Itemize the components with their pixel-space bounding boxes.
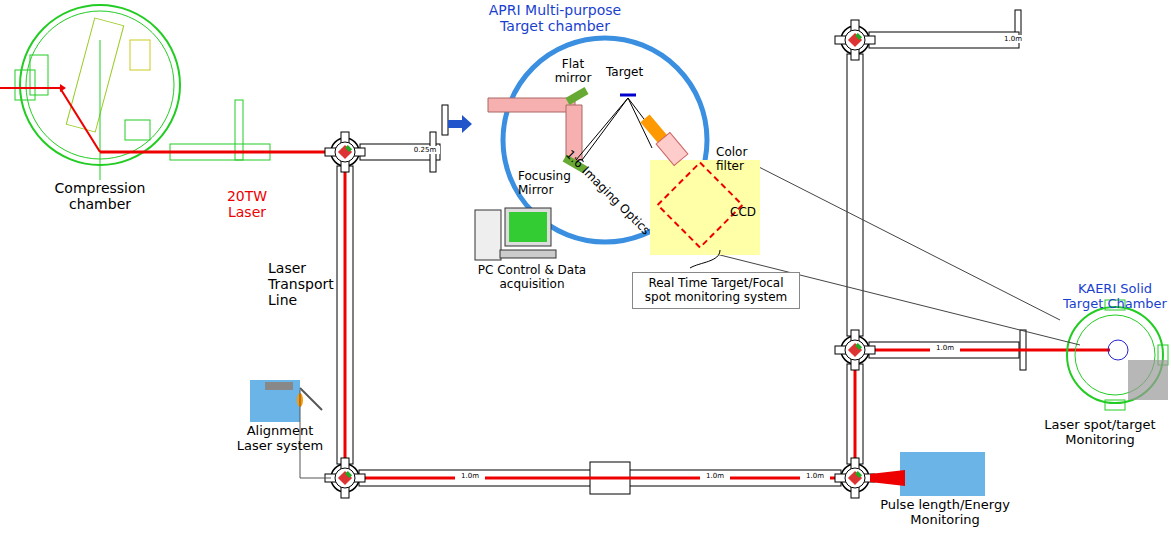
part-label: Alignment Laser system: [230, 424, 330, 454]
part-label: KAERI Solid Target Chamber: [1060, 282, 1170, 312]
box-text: Real Time Target/Focal spot monitoring s…: [639, 276, 793, 305]
dimension-label: 1.0m: [455, 472, 485, 480]
dimension-label: 1.0m: [930, 344, 960, 352]
dimension-label: 1.0m: [700, 472, 730, 480]
part-label: Laser spot/target Monitoring: [1035, 418, 1165, 448]
part-label: APRI Multi-purpose Target chamber: [470, 2, 640, 34]
part-label: Flat mirror: [548, 58, 598, 86]
part-label: Compression chamber: [45, 180, 155, 212]
part-label: Laser Transport Line: [268, 260, 338, 308]
dimension-label: 1.0m: [998, 35, 1028, 43]
dimension-label: 1.0m: [800, 472, 830, 480]
dimension-label: 0.25m: [410, 146, 440, 154]
part-label: Target: [606, 66, 656, 80]
part-label: PC Control & Data acquisition: [452, 264, 612, 292]
part-label: 20TW Laser: [212, 188, 282, 220]
part-label: CCD: [730, 206, 770, 220]
monitor-box: Real Time Target/Focal spot monitoring s…: [632, 272, 800, 309]
part-label: Focusing Mirror: [518, 170, 578, 198]
part-label: Color filter: [716, 146, 762, 174]
part-label: Pulse length/Energy Monitoring: [860, 498, 1030, 528]
